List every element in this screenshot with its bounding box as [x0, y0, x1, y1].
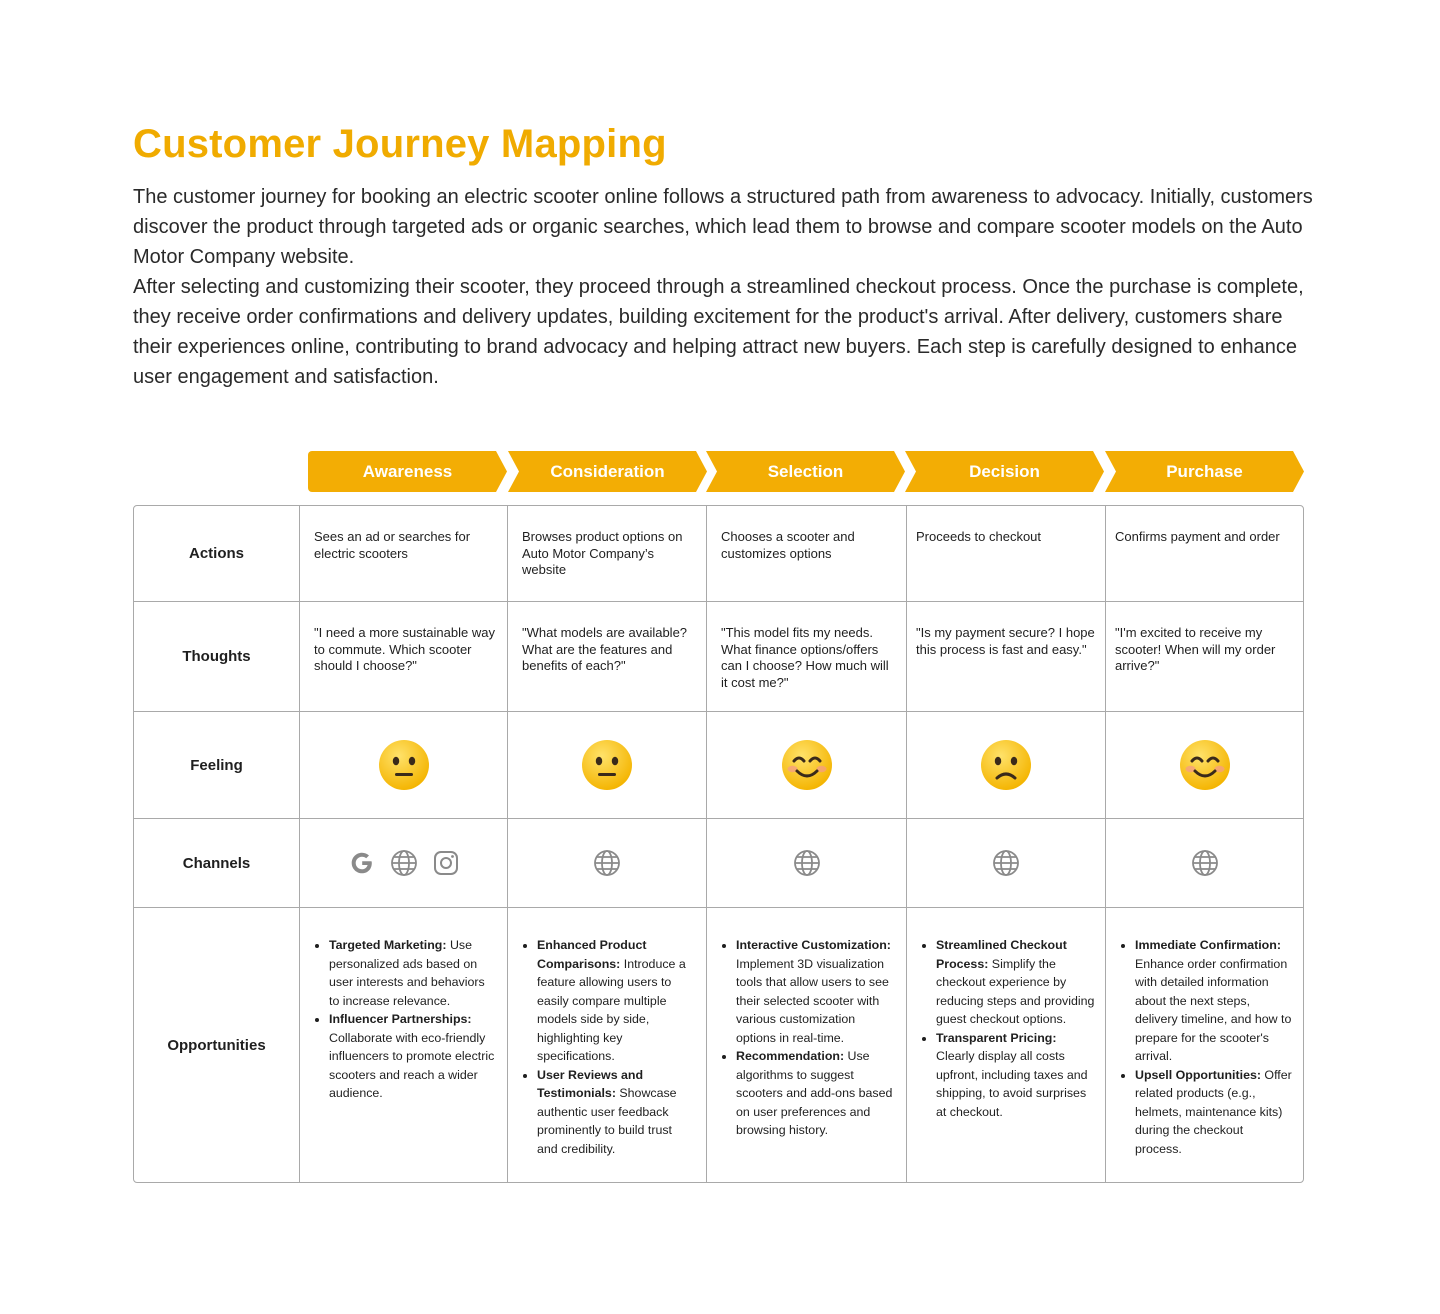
thought-awareness: "I need a more sustainable way to commut… — [300, 602, 508, 712]
globe-icon — [793, 850, 820, 876]
opportunities-awareness: Targeted Marketing: Use personalized ads… — [300, 908, 508, 1182]
list-item: Upsell Opportunities: Offer related prod… — [1135, 1066, 1293, 1159]
row-label-thoughts: Thoughts — [134, 602, 300, 712]
instagram-icon — [433, 851, 458, 875]
channels-awareness — [300, 819, 508, 908]
opportunities-purchase: Immediate Confirmation: Enhance order co… — [1106, 908, 1303, 1182]
intro-text: The customer journey for booking an elec… — [133, 182, 1313, 392]
smiling-face-icon — [781, 740, 832, 790]
neutral-face-icon — [378, 740, 429, 790]
action-decision: Proceeds to checkout — [907, 506, 1106, 602]
list-item: Enhanced Product Comparisons: Introduce … — [537, 936, 696, 1066]
stage-awareness: Awareness — [308, 451, 507, 492]
feeling-awareness — [300, 712, 508, 819]
thought-decision: "Is my payment secure? I hope this proce… — [907, 602, 1106, 712]
action-awareness: Sees an ad or searches for electric scoo… — [300, 506, 508, 602]
intro-paragraph: After selecting and customizing their sc… — [133, 276, 1304, 388]
globe-icon — [390, 850, 417, 876]
thought-consideration: "What models are available? What are the… — [508, 602, 707, 712]
row-label-actions: Actions — [134, 506, 300, 602]
action-purchase: Confirms payment and order — [1106, 506, 1303, 602]
channels-decision — [907, 819, 1106, 908]
feeling-purchase — [1106, 712, 1303, 819]
intro-paragraph: The customer journey for booking an elec… — [133, 186, 1313, 268]
globe-icon — [1191, 850, 1218, 876]
opportunities-consideration: Enhanced Product Comparisons: Introduce … — [508, 908, 707, 1182]
stage-decision: Decision — [905, 451, 1104, 492]
list-item: Streamlined Checkout Process: Simplify t… — [936, 936, 1095, 1029]
action-consideration: Browses product options on Auto Motor Co… — [508, 506, 707, 602]
channels-selection — [707, 819, 907, 908]
list-item: User Reviews and Testimonials: Showcase … — [537, 1066, 696, 1159]
journey-grid: Actions Sees an ad or searches for elect… — [133, 505, 1304, 1183]
stage-purchase: Purchase — [1105, 451, 1304, 492]
page-title: Customer Journey Mapping — [133, 122, 667, 166]
opportunities-selection: Interactive Customization: Implement 3D … — [707, 908, 907, 1182]
list-item: Interactive Customization: Implement 3D … — [736, 936, 896, 1047]
list-item: Targeted Marketing: Use personalized ads… — [329, 936, 497, 1010]
list-item: Recommendation: Use algorithms to sugges… — [736, 1047, 896, 1140]
globe-icon — [594, 850, 620, 876]
neutral-face-icon — [582, 740, 632, 790]
row-label-channels: Channels — [134, 819, 300, 908]
list-item: Transparent Pricing: Clearly display all… — [936, 1029, 1095, 1122]
action-selection: Chooses a scooter and customizes options — [707, 506, 907, 602]
stage-consideration: Consideration — [508, 451, 707, 492]
feeling-selection — [707, 712, 907, 819]
feeling-consideration — [508, 712, 707, 819]
row-label-opportunities: Opportunities — [134, 908, 300, 1182]
channels-purchase — [1106, 819, 1303, 908]
journey-stages: Awareness Consideration Selection Decisi… — [308, 451, 1304, 492]
thought-selection: "This model fits my needs. What finance … — [707, 602, 907, 712]
list-item: Influencer Partnerships: Collaborate wit… — [329, 1010, 497, 1103]
thought-purchase: "I'm excited to receive my scooter! When… — [1106, 602, 1303, 712]
channels-consideration — [508, 819, 707, 908]
frowning-face-icon — [981, 740, 1031, 790]
row-label-feeling: Feeling — [134, 712, 300, 819]
opportunities-decision: Streamlined Checkout Process: Simplify t… — [907, 908, 1106, 1182]
google-icon — [351, 852, 372, 874]
globe-icon — [993, 850, 1019, 876]
list-item: Immediate Confirmation: Enhance order co… — [1135, 936, 1293, 1066]
smiling-face-icon — [1179, 740, 1230, 790]
feeling-decision — [907, 712, 1106, 819]
stage-selection: Selection — [706, 451, 905, 492]
